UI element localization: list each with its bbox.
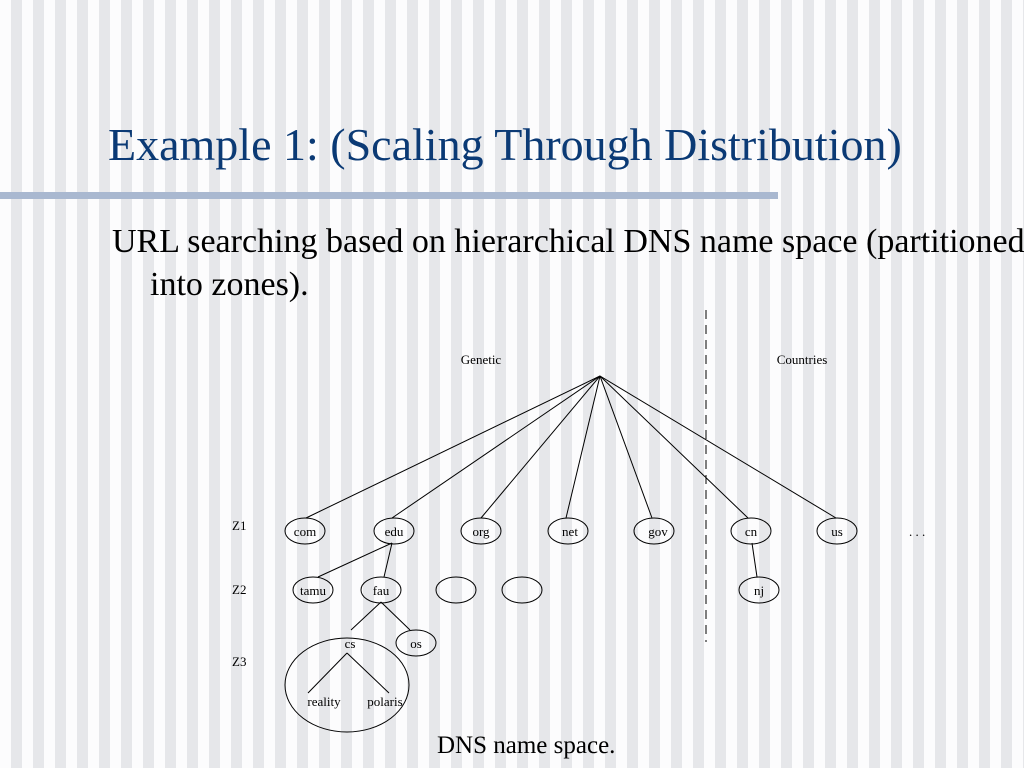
zone-cs-circle [284, 637, 410, 733]
label-com: com [294, 524, 316, 539]
node-os [395, 629, 437, 657]
edge-root-cn [599, 375, 749, 519]
edge-root-gov [599, 375, 653, 519]
edge-root-net [565, 375, 601, 519]
edge-root-edu [391, 375, 601, 519]
label-org: org [472, 524, 490, 539]
edge-root-us [599, 375, 837, 519]
zone-label-z1: Z1 [232, 518, 246, 533]
label-nj: nj [754, 583, 764, 598]
node-tamu [292, 576, 334, 604]
section-label-generic: Genetic [461, 352, 502, 367]
label-fau: fau [373, 583, 390, 598]
section-label-countries: Countries [777, 352, 828, 367]
node-net [547, 517, 589, 545]
edge-root-com [305, 375, 601, 519]
node-empty-1 [435, 576, 477, 604]
label-cs: cs [345, 636, 356, 651]
edge-cs-reality [307, 652, 348, 694]
zone-label-z2: Z2 [232, 582, 246, 597]
edge-fau-cs [350, 601, 382, 631]
zone-label-z3: Z3 [232, 654, 246, 669]
title-divider [0, 192, 778, 199]
node-org [460, 517, 502, 545]
edge-edu-tamu [317, 542, 393, 578]
figure-caption: DNS name space. [437, 732, 616, 759]
node-nj [738, 576, 780, 604]
node-gov [633, 517, 675, 545]
node-empty-2 [501, 576, 543, 604]
slide-title: Example 1: (Scaling Through Distribution… [108, 119, 902, 170]
label-edu: edu [385, 524, 404, 539]
edge-cs-polaris [346, 652, 390, 694]
label-us: us [831, 524, 843, 539]
node-com [284, 517, 326, 545]
label-net: net [562, 524, 578, 539]
label-reality: reality [307, 694, 341, 709]
edge-cn-nj [751, 542, 758, 578]
node-us [816, 517, 858, 545]
node-edu [373, 517, 415, 545]
node-cn [730, 517, 772, 545]
edge-edu-fau [383, 542, 393, 578]
label-tamu: tamu [300, 583, 326, 598]
label-os: os [410, 636, 422, 651]
edge-fau-os [380, 601, 411, 631]
node-fau [360, 576, 402, 604]
bullet-text: URL searching based on hierarchical DNS … [112, 223, 1024, 303]
label-gov: gov [648, 524, 668, 539]
label-cn: cn [745, 524, 758, 539]
ellipsis-more: . . . [909, 524, 925, 539]
label-polaris: polaris [367, 694, 402, 709]
edge-root-org [480, 375, 601, 519]
